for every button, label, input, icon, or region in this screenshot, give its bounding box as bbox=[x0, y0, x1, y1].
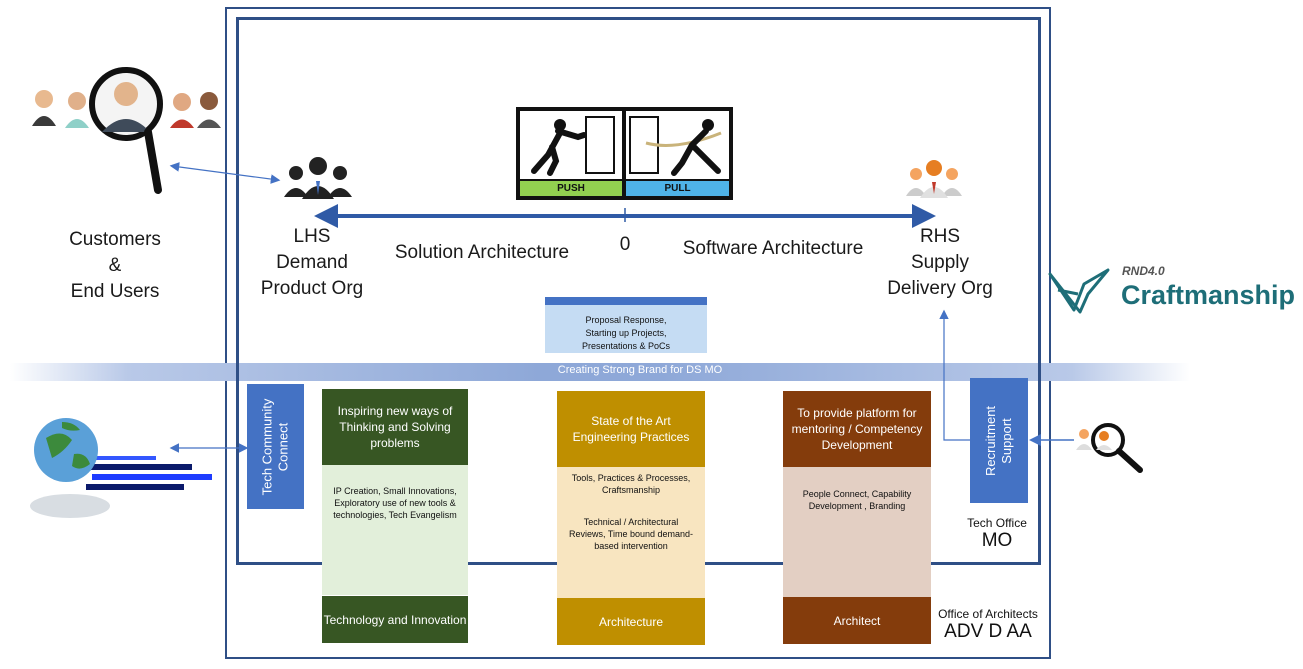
software-architecture-label: Software Architecture bbox=[682, 238, 864, 259]
brand-band bbox=[10, 363, 1190, 381]
push-figure bbox=[520, 111, 622, 179]
office-of-architects-label: Office of Architects ADV D AA bbox=[938, 607, 1038, 642]
col3-body: People Connect, Capability Development ,… bbox=[802, 489, 912, 511]
customer-demand-arrow bbox=[169, 162, 281, 184]
col3-header: To provide platform for mentoring / Comp… bbox=[783, 391, 931, 467]
col2-footer: Architecture bbox=[557, 598, 705, 645]
col2-body-1: Tools, Practices & Processes, Craftsmans… bbox=[571, 473, 691, 495]
customers-magnifier-icon bbox=[32, 67, 221, 194]
col2-header: State of the Art Engineering Practices bbox=[557, 391, 705, 467]
col1-body: IP Creation, Small Innovations, Explorat… bbox=[333, 486, 457, 520]
col2-body-2: Technical / Architectural Reviews, Time … bbox=[568, 517, 694, 551]
pull-label: PULL bbox=[626, 181, 729, 196]
axis-zero-label: 0 bbox=[619, 234, 631, 255]
col1-header: Inspiring new ways of Thinking and Solvi… bbox=[322, 389, 468, 465]
tech-office-label: Tech Office MO bbox=[967, 516, 1027, 551]
logo-prefix: RND4.0 bbox=[1122, 264, 1165, 278]
col3-footer: Architect bbox=[783, 597, 931, 644]
push-pull-graphic: PUSH PULL bbox=[516, 107, 733, 200]
solution-architecture-label: Solution Architecture bbox=[394, 242, 570, 263]
col1-bg bbox=[322, 465, 468, 595]
demand-team-icon bbox=[284, 157, 352, 199]
customers-label: Customers&End Users bbox=[69, 229, 161, 302]
logo-name: Craftmanship bbox=[1121, 280, 1296, 310]
col1-footer: Technology and Innovation bbox=[322, 596, 468, 643]
globe-icon bbox=[30, 418, 212, 518]
office-of-architects-frame bbox=[225, 7, 1051, 659]
supply-team-icon bbox=[906, 160, 962, 198]
pull-figure bbox=[626, 111, 729, 179]
push-label: PUSH bbox=[520, 181, 622, 196]
recruitment-magnifier-icon bbox=[1076, 423, 1143, 473]
col3-bg bbox=[783, 465, 931, 598]
craftmanship-logo-icon bbox=[1048, 268, 1110, 314]
proposal-box: Proposal Response,Starting up Projects,P… bbox=[545, 297, 707, 353]
col2-bg bbox=[557, 465, 705, 598]
brand-band-label: Creating Strong Brand for DS MO bbox=[557, 364, 723, 376]
